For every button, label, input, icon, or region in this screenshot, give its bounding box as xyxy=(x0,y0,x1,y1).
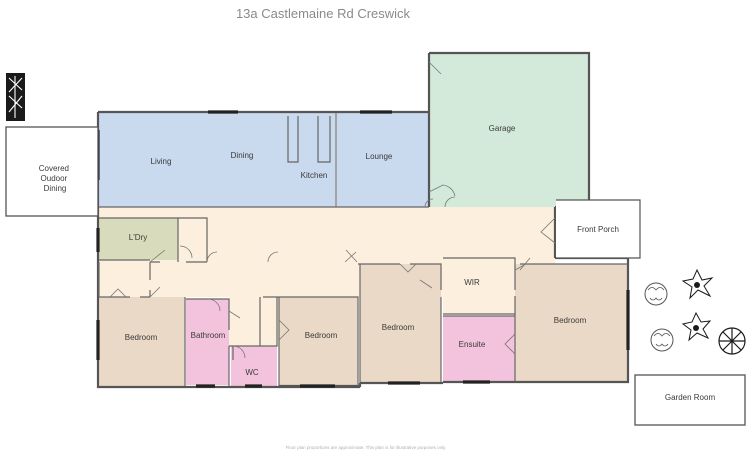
leafy-plant-icon xyxy=(681,311,712,342)
garage-label: Garage xyxy=(489,124,516,133)
door-arc-wir xyxy=(514,257,531,271)
lounge-fill xyxy=(337,113,429,207)
bedroom-1-fill xyxy=(99,297,185,386)
door-arc-ensuite xyxy=(504,333,516,355)
wc-label: WC xyxy=(245,368,259,377)
door-arc-bed3 xyxy=(399,263,433,289)
shrub-icon xyxy=(650,328,674,352)
bedroom-3-fill xyxy=(360,264,441,382)
door-arc-bed2 xyxy=(278,319,290,341)
door-swings xyxy=(109,61,556,359)
bedroom-2-label: Bedroom xyxy=(305,331,338,340)
dining-label: Dining xyxy=(231,151,254,160)
room-labels: Living Dining Kitchen Lounge Garage L'Dr… xyxy=(125,124,716,402)
door-arc-hall-2 xyxy=(344,249,358,263)
kitchen-label: Kitchen xyxy=(301,171,328,180)
covered-dining-label: Covered Oudoor Dining xyxy=(39,164,71,193)
bedroom-2-fill xyxy=(279,297,358,385)
living-fill xyxy=(99,113,335,207)
hall-fill-2 xyxy=(150,262,360,297)
front-porch-label: Front Porch xyxy=(577,225,619,234)
wc-fill xyxy=(231,346,277,386)
disclaimer-text: Floor plan proportions are approximate. … xyxy=(286,445,447,450)
leafy-plant-icon xyxy=(681,268,714,300)
door-arc-hall-1 xyxy=(206,251,279,263)
hall-fill-3 xyxy=(229,297,279,347)
covered-dining-line-1: Covered xyxy=(39,164,69,173)
garden-room-label: Garden Room xyxy=(665,393,716,402)
door-arc-garage xyxy=(428,61,456,197)
ensuite-label: Ensuite xyxy=(459,340,486,349)
living-label: Living xyxy=(151,157,172,166)
garden-plants xyxy=(644,268,746,355)
covered-dining-outline xyxy=(5,126,99,217)
garage-fill xyxy=(429,53,589,207)
bedroom-4-label: Bedroom xyxy=(554,316,587,325)
bedroom-4-fill xyxy=(515,264,628,381)
wir-label: WIR xyxy=(464,278,480,287)
door-arc-laundry xyxy=(149,245,193,263)
interior-wall-lines xyxy=(98,113,628,386)
lounge-label: Lounge xyxy=(366,152,393,161)
door-arc-bath xyxy=(207,298,241,319)
door-arc-porch xyxy=(540,217,556,244)
door-arc-wc xyxy=(232,345,246,359)
laundry-fill xyxy=(99,218,178,260)
bathroom-fill xyxy=(186,299,229,385)
ensuite-fill xyxy=(443,316,515,381)
palm-plant-icon xyxy=(718,327,746,355)
plan-title: 13a Castlemaine Rd Creswick xyxy=(236,6,411,21)
interior-walls xyxy=(98,113,628,386)
door-arc-lounge xyxy=(424,196,456,208)
room-fills xyxy=(99,53,628,386)
covered-dining-line-3: Dining xyxy=(44,184,67,193)
shrub-icon xyxy=(644,282,668,306)
wir-fill xyxy=(443,258,515,314)
bedroom-3-label: Bedroom xyxy=(382,323,415,332)
garden-room-outline xyxy=(634,374,746,426)
bathroom-label: Bathroom xyxy=(191,331,226,340)
door-arc-bed1 xyxy=(109,286,161,298)
laundry-label: L'Dry xyxy=(129,233,147,242)
front-porch-outline xyxy=(556,199,641,259)
decorative-screen-icon xyxy=(6,73,25,121)
covered-dining-line-2: Oudoor xyxy=(41,174,68,183)
bedroom-1-label: Bedroom xyxy=(125,333,158,342)
